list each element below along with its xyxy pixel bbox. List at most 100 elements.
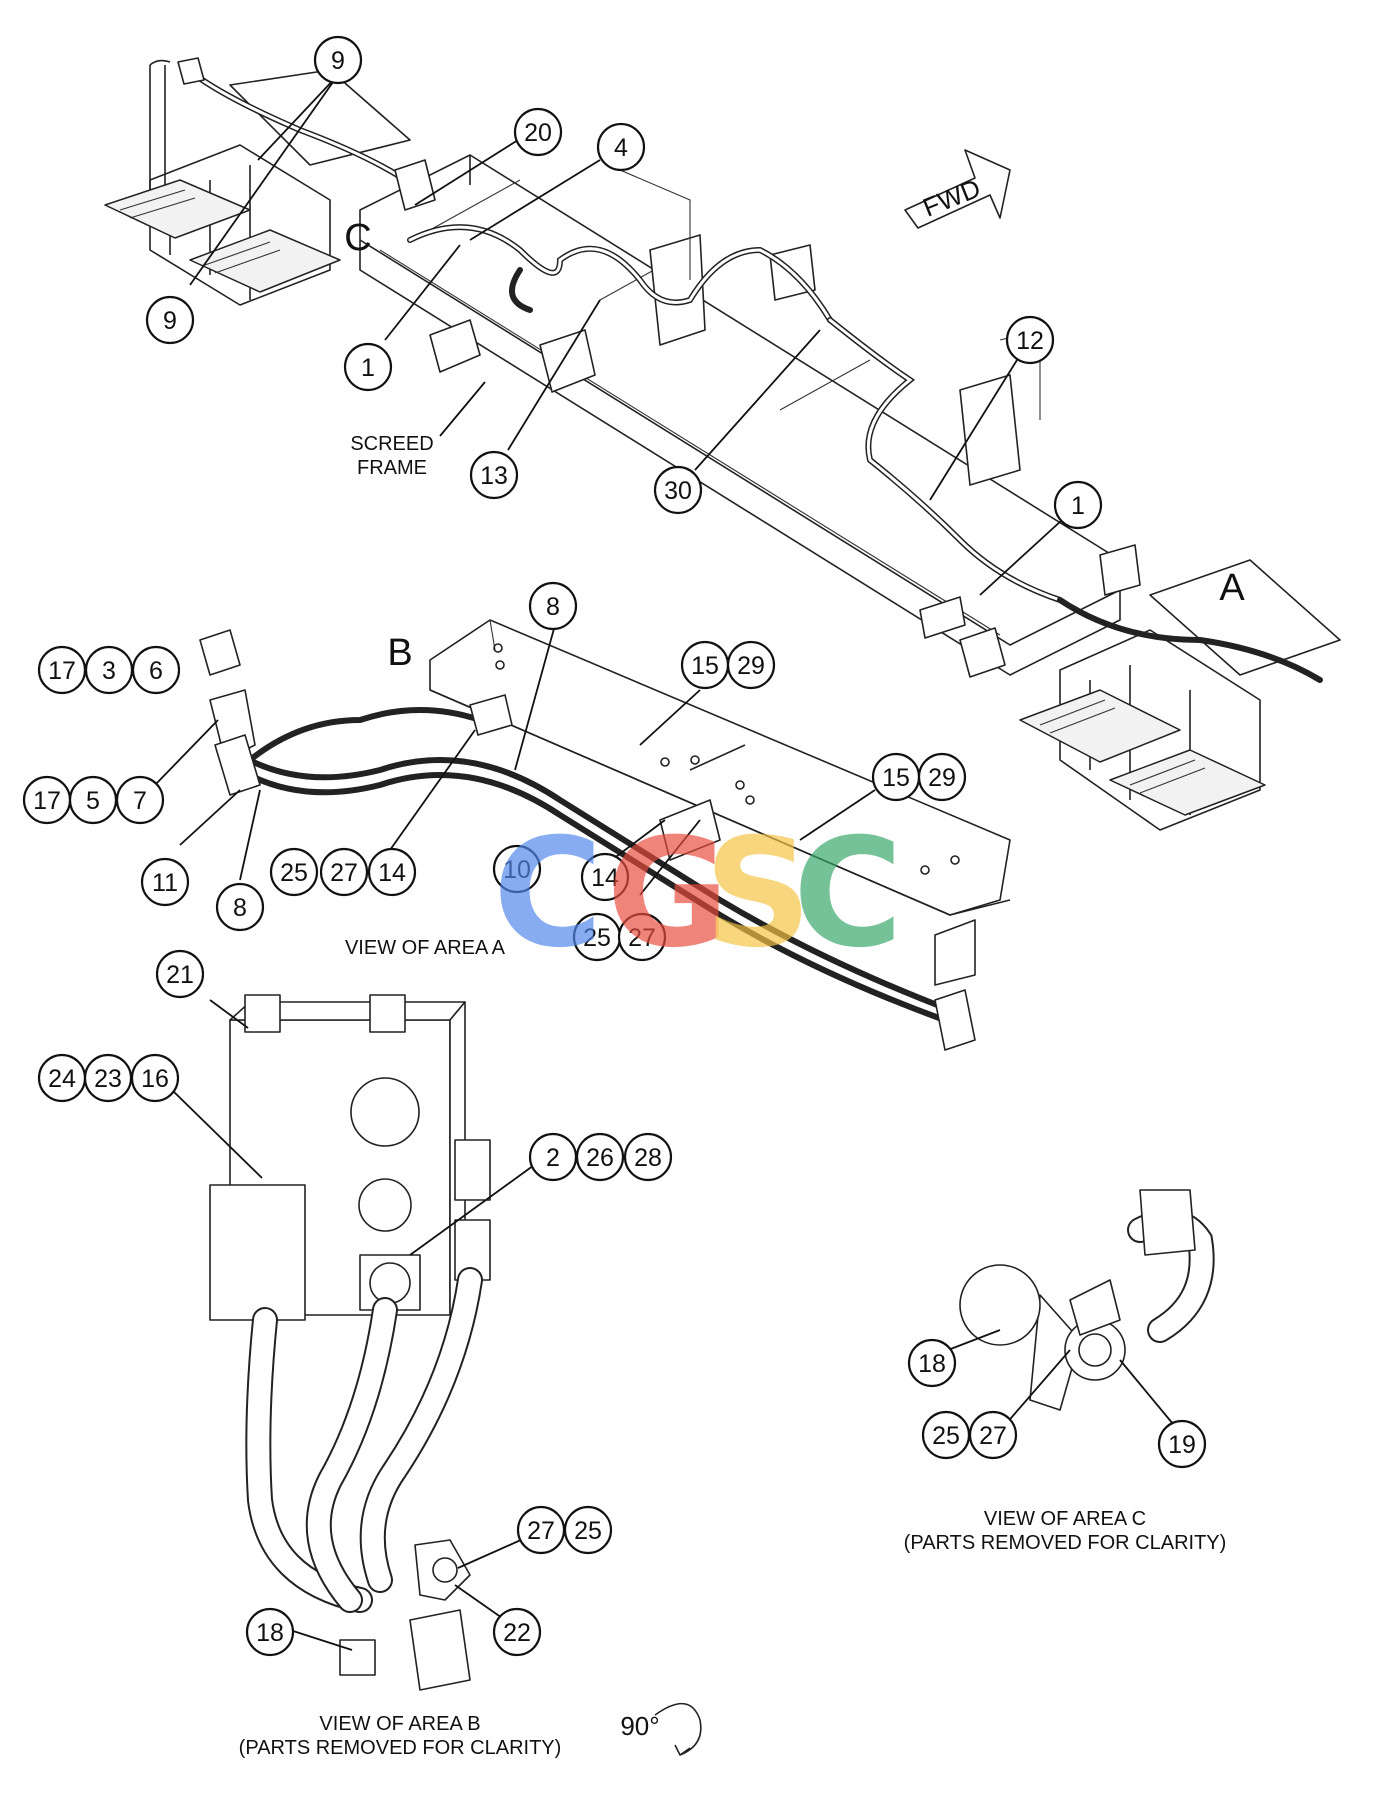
callout-number: 14 bbox=[378, 859, 406, 887]
callout-number: 2 bbox=[546, 1144, 560, 1172]
callout-balloon: 1 bbox=[343, 342, 393, 392]
callout-balloon: 21 bbox=[155, 949, 205, 999]
callout-number: 15 bbox=[882, 764, 910, 792]
callout-number: 30 bbox=[664, 477, 692, 505]
callout-balloon: 12 bbox=[1005, 315, 1055, 365]
callout-number: 3 bbox=[102, 657, 116, 685]
callout-balloon: 25 bbox=[921, 1410, 971, 1460]
callout-number: 27 bbox=[330, 859, 358, 887]
callout-balloon: 3 bbox=[84, 645, 134, 695]
callout-balloon: 20 bbox=[513, 107, 563, 157]
callout-balloon: 8 bbox=[215, 882, 265, 932]
callout-number: 18 bbox=[918, 1350, 946, 1378]
watermark-letter: G bbox=[606, 807, 729, 981]
callout-number: 4 bbox=[614, 134, 628, 162]
callout-balloon: 27 bbox=[319, 847, 369, 897]
callout-number: 23 bbox=[94, 1065, 122, 1093]
view-c-caption: VIEW OF AREA C bbox=[984, 1508, 1146, 1530]
callout-number: 24 bbox=[48, 1065, 76, 1093]
callout-number: 1 bbox=[1071, 492, 1085, 520]
callout-number: 25 bbox=[583, 924, 611, 952]
callout-number: 17 bbox=[48, 657, 76, 685]
callout-number: 17 bbox=[33, 787, 61, 815]
callout-number: 22 bbox=[503, 1619, 531, 1647]
callout-number: 8 bbox=[546, 593, 560, 621]
leader-lines bbox=[154, 74, 1179, 1651]
callout-number: 14 bbox=[591, 864, 619, 892]
view-a-caption: VIEW OF AREA A bbox=[345, 937, 506, 959]
callout-number: 28 bbox=[634, 1144, 662, 1172]
callout-number: 25 bbox=[574, 1517, 602, 1545]
callout-balloon: 28 bbox=[623, 1132, 673, 1182]
watermark-letter: C bbox=[493, 807, 603, 981]
callout-balloon: 14 bbox=[580, 852, 630, 902]
area-letter-a: A bbox=[1219, 567, 1245, 609]
callout-balloon: 29 bbox=[726, 640, 776, 690]
callout-number: 13 bbox=[480, 462, 508, 490]
callout-balloon: 25 bbox=[269, 847, 319, 897]
view-b-caption: VIEW OF AREA B bbox=[319, 1713, 480, 1735]
area-b-view bbox=[209, 994, 491, 1691]
watermark-letter: S bbox=[704, 807, 812, 981]
callout-number: 25 bbox=[932, 1422, 960, 1450]
callout-number: 29 bbox=[928, 764, 956, 792]
callout-balloon: 27 bbox=[968, 1410, 1018, 1460]
callout-balloon: 25 bbox=[572, 912, 622, 962]
callout-number: 19 bbox=[1168, 1431, 1196, 1459]
area-letter-c: C bbox=[344, 217, 371, 259]
callout-balloon: 1 bbox=[1053, 480, 1103, 530]
callout-balloon: 5 bbox=[68, 775, 118, 825]
callout-number: 16 bbox=[141, 1065, 169, 1093]
callout-balloon: 19 bbox=[1157, 1419, 1207, 1469]
callout-balloon: 13 bbox=[469, 450, 519, 500]
callout-number: 11 bbox=[152, 869, 178, 897]
callout-number: 1 bbox=[361, 354, 375, 382]
callout-balloon: 8 bbox=[528, 581, 578, 631]
callout-number: 25 bbox=[280, 859, 308, 887]
callout-number: 26 bbox=[586, 1144, 614, 1172]
callout-number: 7 bbox=[133, 787, 147, 815]
callout-balloon: 11 bbox=[140, 857, 190, 907]
callout-balloon: 4 bbox=[596, 122, 646, 172]
area-c-view bbox=[959, 1189, 1215, 1411]
rotate-arrow-icon: 90° bbox=[620, 1702, 702, 1756]
screed-frame-assembly bbox=[104, 57, 1341, 831]
callout-balloon: 10 bbox=[492, 844, 542, 894]
callout-number: 27 bbox=[527, 1517, 555, 1545]
callout-balloon: 16 bbox=[130, 1053, 180, 1103]
callout-balloon: 27 bbox=[617, 912, 667, 962]
callout-number: 27 bbox=[628, 924, 656, 952]
callout-number: 8 bbox=[233, 894, 247, 922]
callout-balloon: 25 bbox=[563, 1505, 613, 1555]
watermark-letter: C bbox=[793, 807, 903, 981]
callout-balloon: 17 bbox=[22, 775, 72, 825]
callout-balloon: 22 bbox=[492, 1607, 542, 1657]
screed-frame-label: SCREED bbox=[350, 433, 433, 455]
callout-balloon: 2 bbox=[528, 1132, 578, 1182]
view-b-caption-line-2: (PARTS REMOVED FOR CLARITY) bbox=[239, 1737, 562, 1759]
callout-number: 9 bbox=[331, 47, 345, 75]
callout-balloon: 30 bbox=[653, 465, 703, 515]
callout-balloon: 15 bbox=[680, 640, 730, 690]
callout-number: 20 bbox=[524, 119, 552, 147]
callout-balloon: 9 bbox=[313, 35, 363, 85]
callout-balloon: 6 bbox=[131, 645, 181, 695]
fwd-label: FWD bbox=[919, 173, 985, 223]
callout-balloon: 9 bbox=[145, 295, 195, 345]
callout-number: 21 bbox=[166, 961, 194, 989]
callout-number: 12 bbox=[1016, 327, 1044, 355]
callout-balloon: 24 bbox=[37, 1053, 87, 1103]
callout-number: 18 bbox=[256, 1619, 284, 1647]
callout-balloon: 7 bbox=[115, 775, 165, 825]
callout-balloon: 29 bbox=[917, 752, 967, 802]
forward-arrow-icon: FWD bbox=[904, 149, 1011, 229]
callout-balloon: 15 bbox=[871, 752, 921, 802]
view-c-caption-line-2: (PARTS REMOVED FOR CLARITY) bbox=[904, 1532, 1227, 1554]
area-letter-b: B bbox=[387, 632, 412, 674]
callout-number: 5 bbox=[86, 787, 100, 815]
callout-balloon: 17 bbox=[37, 645, 87, 695]
callout-number: 6 bbox=[149, 657, 163, 685]
